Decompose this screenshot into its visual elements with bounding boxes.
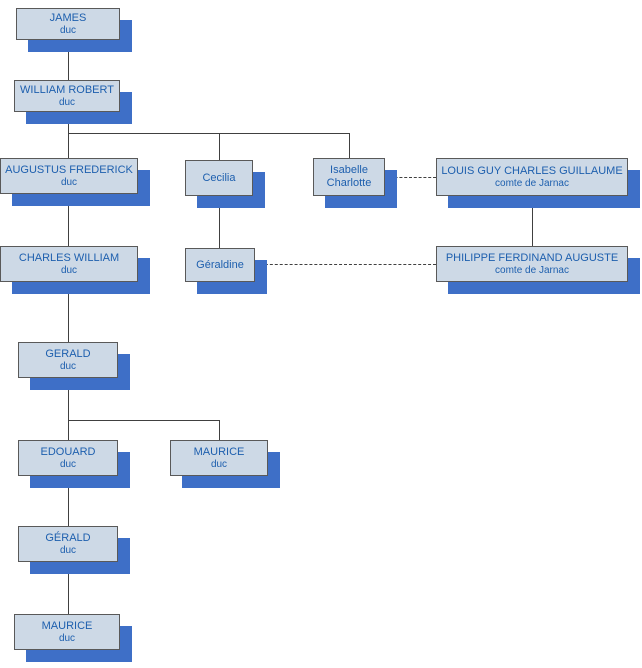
connector-gerald2-maurice: [68, 562, 69, 614]
tree-node-isabelle-charlotte: Isabelle Charlotte: [313, 158, 385, 196]
tree-node-james: JAMES duc: [16, 8, 120, 40]
connector-drop-maurice: [219, 420, 220, 440]
connector-charles-gerald: [68, 282, 69, 342]
connector-siblings-row1: [68, 133, 350, 134]
person-title: duc: [58, 632, 76, 644]
person-name: Isabelle: [330, 164, 368, 176]
connector-william-down: [68, 112, 69, 133]
person-name: AUGUSTUS FREDERICK: [5, 163, 133, 176]
connector-james-william: [68, 40, 69, 80]
tree-node-cecilia: Cecilia: [185, 160, 253, 196]
connector-louis-philippe: [532, 196, 533, 246]
tree-node-charles-william: CHARLES WILLIAM duc: [0, 246, 138, 282]
person-name: LOUIS GUY CHARLES GUILLAUME: [441, 164, 623, 177]
connector-drop-isabelle: [349, 133, 350, 158]
person-title: comte de Jarnac: [495, 264, 569, 276]
tree-node-william-robert: WILLIAM ROBERT duc: [14, 80, 120, 112]
tree-node-edouard: EDOUARD duc: [18, 440, 118, 476]
person-name: JAMES: [49, 11, 87, 24]
tree-node-augustus-frederick: AUGUSTUS FREDERICK duc: [0, 158, 138, 194]
person-name: WILLIAM ROBERT: [20, 83, 114, 96]
person-name: MAURICE: [41, 619, 93, 632]
marriage-line-geraldine-philippe: [255, 264, 436, 265]
connector-drop-augustus: [68, 133, 69, 158]
person-title: duc: [59, 544, 77, 556]
person-title: duc: [59, 360, 77, 372]
connector-siblings-row2: [68, 420, 220, 421]
person-title: duc: [60, 264, 78, 276]
person-title: comte de Jarnac: [495, 177, 569, 189]
person-name: GÉRALD: [45, 531, 91, 544]
person-name-line2: Charlotte: [326, 177, 372, 189]
connector-augustus-charles: [68, 194, 69, 246]
tree-node-louis-guy: LOUIS GUY CHARLES GUILLAUME comte de Jar…: [436, 158, 628, 196]
person-name: GERALD: [45, 347, 91, 360]
person-title: duc: [58, 96, 76, 108]
person-name: Cecilia: [202, 171, 236, 184]
person-name: PHILIPPE FERDINAND AUGUSTE: [445, 251, 619, 264]
person-title: duc: [60, 176, 78, 188]
connector-edouard-gerald2: [68, 476, 69, 526]
tree-node-maurice-last: MAURICE duc: [14, 614, 120, 650]
person-name: MAURICE: [193, 445, 245, 458]
person-title: duc: [59, 24, 77, 36]
connector-cecilia-geraldine: [219, 196, 220, 248]
connector-gerald-down: [68, 378, 69, 440]
tree-node-maurice-elder: MAURICE duc: [170, 440, 268, 476]
connector-drop-cecilia: [219, 133, 220, 160]
person-name: CHARLES WILLIAM: [18, 251, 120, 264]
tree-node-philippe: PHILIPPE FERDINAND AUGUSTE comte de Jarn…: [436, 246, 628, 282]
tree-node-geraldine: Géraldine: [185, 248, 255, 282]
person-name: Géraldine: [196, 258, 244, 271]
marriage-line-isabelle-louis: [385, 177, 436, 178]
tree-node-gerald-second: GÉRALD duc: [18, 526, 118, 562]
person-title: duc: [59, 458, 77, 470]
tree-node-gerald: GERALD duc: [18, 342, 118, 378]
person-title: duc: [210, 458, 228, 470]
person-name: EDOUARD: [40, 445, 96, 458]
